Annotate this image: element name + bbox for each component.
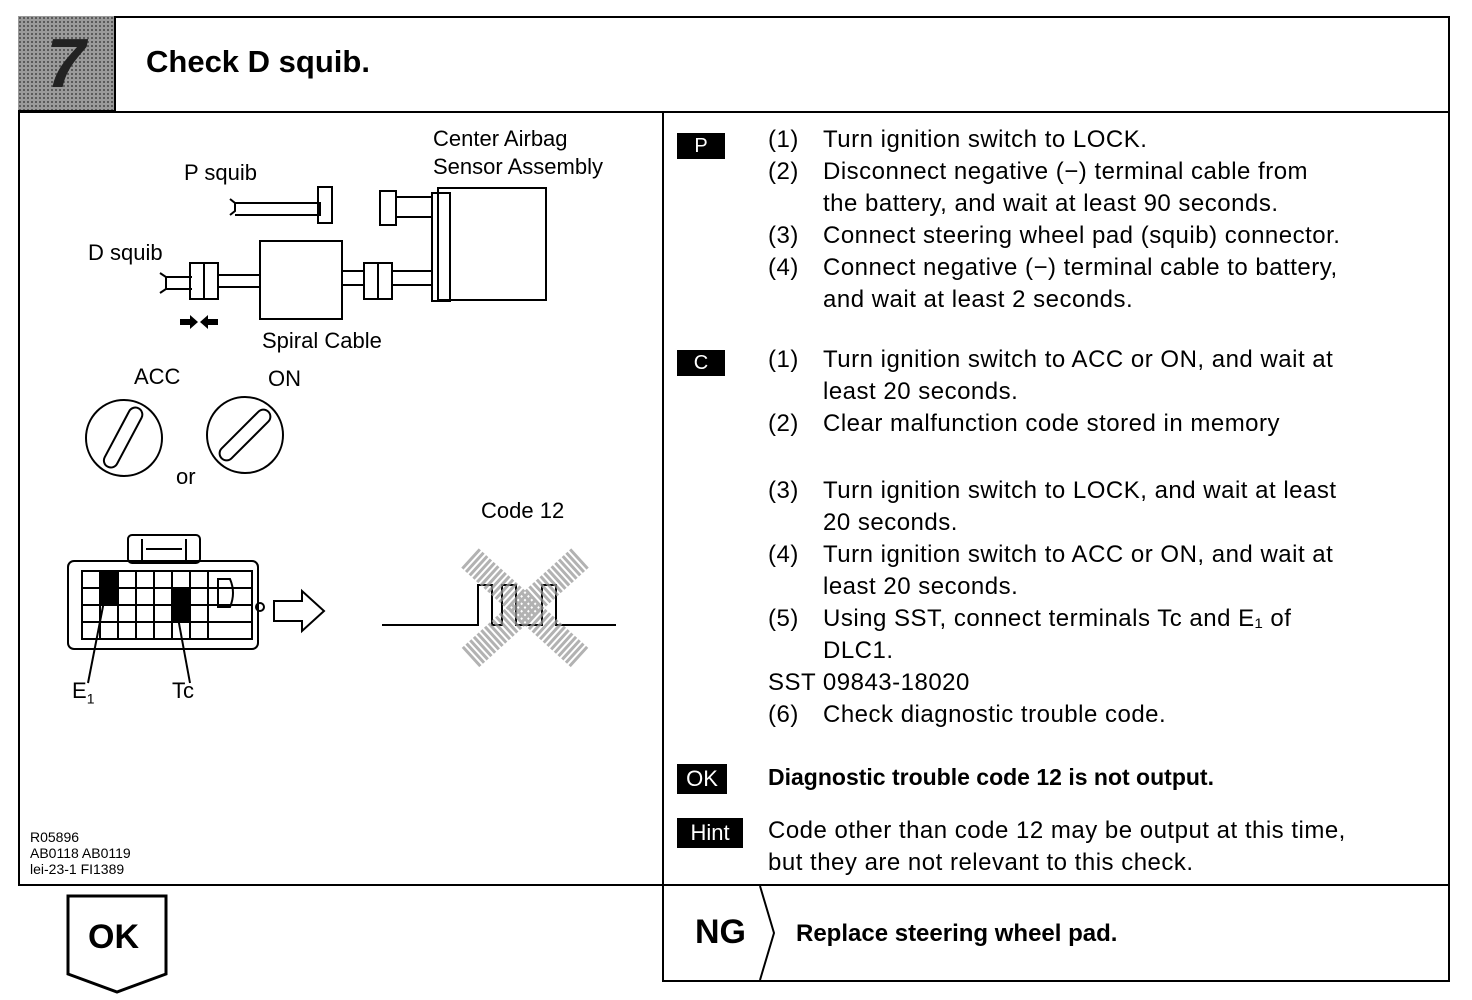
spiral-connector-b	[377, 262, 393, 300]
dlc1-latch	[127, 534, 201, 564]
check-step-6: (6)Check diagnostic trouble code.	[768, 701, 1167, 728]
check-steps-a: (1)Turn ignition switch to ACC or ON, an…	[768, 344, 1448, 440]
prepare-step-2: (2)Disconnect negative (−) terminal cabl…	[768, 158, 1309, 185]
d-squib-connector-a	[189, 262, 205, 300]
d-squib-wire	[159, 272, 192, 294]
ng-action-text: Replace steering wheel pad.	[796, 920, 1118, 947]
code12-label: Code 12	[481, 498, 565, 523]
e1-text: E	[72, 678, 87, 703]
push-arrows	[180, 315, 218, 329]
center-airbag-label-2: Sensor Assembly	[433, 154, 603, 179]
to-sensor-wire	[392, 270, 432, 286]
ok-flag-label: OK	[88, 918, 139, 956]
column-divider	[662, 111, 664, 981]
prepare-step-3: (3)Connect steering wheel pad (squib) co…	[768, 222, 1341, 249]
check-step-1-cont: least 20 seconds.	[823, 378, 1019, 405]
prepare-step-1: (1)Turn ignition switch to LOCK.	[768, 126, 1148, 153]
p-squib-mate-connector	[379, 190, 397, 226]
e1-subscript: 1	[86, 690, 95, 707]
check-step-2: (2)Clear malfunction code stored in memo…	[768, 410, 1281, 437]
figure-ref-1: R05896	[30, 829, 80, 845]
check-step-3: (3)Turn ignition switch to LOCK, and wai…	[768, 477, 1337, 504]
p-squib-connector	[317, 186, 333, 224]
check-tag: C	[677, 350, 725, 376]
spiral-cable-box	[259, 240, 343, 320]
tc-label: Tc	[172, 678, 194, 703]
code12-cross	[461, 548, 589, 668]
prepare-tag: P	[677, 133, 725, 159]
or-label: or	[176, 464, 196, 489]
p-squib-wire	[229, 198, 321, 216]
ok-result-text: Diagnostic trouble code 12 is not output…	[768, 764, 1214, 790]
center-airbag-label-1: Center Airbag	[433, 126, 568, 151]
wiring-diagram	[67, 186, 616, 684]
tc-terminal	[173, 589, 189, 621]
e1-terminal	[101, 572, 117, 604]
check-steps-b: (3)Turn ignition switch to LOCK, and wai…	[768, 475, 1448, 731]
prepare-step-2-cont: the battery, and wait at least 90 second…	[823, 190, 1279, 217]
spiral-cable-label: Spiral Cable	[262, 328, 382, 353]
key-acc-slot	[102, 406, 144, 469]
check-step-4-cont: least 20 seconds.	[823, 573, 1019, 600]
prepare-steps: (1)Turn ignition switch to LOCK. (2)Disc…	[768, 124, 1448, 316]
check-step-5-cont: DLC1.	[823, 637, 894, 664]
check-step-4: (4)Turn ignition switch to ACC or ON, an…	[768, 541, 1334, 568]
ok-tag: OK	[677, 764, 727, 794]
spiral-connector-a	[363, 262, 379, 300]
e1-leader	[87, 590, 107, 684]
dlc1-body	[67, 560, 259, 650]
figure-ref-2: AB0118 AB0119	[30, 845, 131, 861]
e1-label: E1	[72, 678, 94, 706]
hint-tag: Hint	[677, 818, 743, 848]
page-title: Check D squib.	[146, 44, 370, 79]
transition-arrow	[273, 588, 326, 634]
d-to-spiral-wire	[218, 274, 260, 288]
hint-line-2: but they are not relevant to this check.	[768, 849, 1194, 876]
key-acc-circle	[85, 399, 163, 477]
p-squib-label: P squib	[184, 160, 257, 185]
key-on-slot	[218, 408, 272, 462]
dlc1-terminal-d	[217, 578, 234, 608]
prepare-step-4-cont: and wait at least 2 seconds.	[823, 286, 1134, 313]
check-step-5: (5)Using SST, connect terminals Tc and E…	[768, 605, 1292, 632]
check-step-1: (1)Turn ignition switch to ACC or ON, an…	[768, 346, 1334, 373]
airbag-sensor-box	[437, 187, 547, 301]
acc-label: ACC	[134, 364, 181, 389]
on-label: ON	[268, 366, 301, 391]
ok-flag	[66, 894, 168, 994]
dlc1-cells	[82, 571, 252, 639]
figure-ref-3: lei-23-1 FI1389	[30, 861, 125, 877]
check-step-3-cont: 20 seconds.	[823, 509, 958, 536]
step-number-box: 7	[18, 16, 116, 112]
d-squib-label: D squib	[88, 240, 163, 265]
dlc1-latch-lines	[141, 539, 187, 561]
procedure-frame	[18, 16, 1450, 886]
dlc1-tab	[255, 602, 265, 612]
key-on-circle	[206, 396, 284, 474]
p-mate-wire	[396, 196, 432, 218]
sst-number: SST 09843-18020	[768, 669, 970, 696]
d-squib-connector-b	[203, 262, 219, 300]
step-number: 7	[46, 24, 86, 102]
spiral-to-connector-wire	[342, 270, 364, 286]
ng-box-frame	[662, 884, 1450, 982]
header-divider	[18, 111, 1450, 113]
prepare-step-4: (4)Connect negative (−) terminal cable t…	[768, 254, 1338, 281]
hint-line-1: Code other than code 12 may be output at…	[768, 817, 1346, 844]
ng-label: NG	[695, 913, 746, 951]
airbag-sensor-connector	[431, 192, 451, 302]
ng-chevron	[759, 886, 776, 980]
